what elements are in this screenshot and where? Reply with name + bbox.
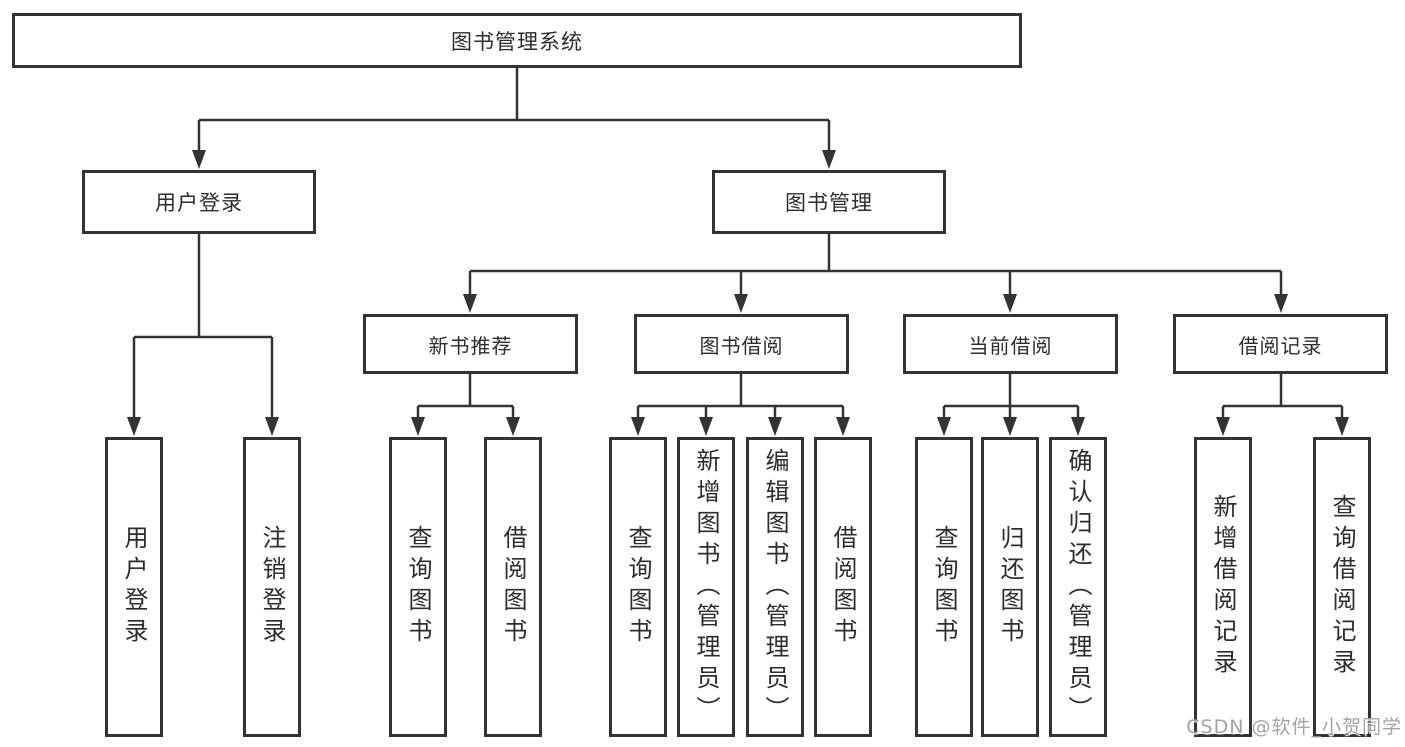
- leaf-add-borrow-record: 新增借阅记录: [1194, 437, 1252, 737]
- leaf-borrow-books-recommend: 借阅图书: [484, 437, 542, 737]
- leaf-logout-label: 注销登录: [258, 525, 286, 649]
- leaf-query-books-recommend-label: 查询图书: [404, 525, 432, 649]
- leaf-add-book-admin: 新增图书（管理员）: [677, 437, 735, 737]
- connector-current: [942, 374, 1080, 420]
- arrowhead: [699, 417, 713, 436]
- arrowhead: [631, 417, 645, 436]
- arrowhead: [768, 417, 782, 436]
- arrowhead: [506, 417, 520, 436]
- arrowhead: [1071, 417, 1085, 436]
- connector-user-login: [132, 234, 274, 420]
- node-new-book-recommend-label: 新书推荐: [428, 333, 513, 358]
- arrowhead: [836, 417, 850, 436]
- arrowhead: [265, 417, 279, 436]
- arrowhead: [937, 417, 951, 436]
- arrowhead: [734, 294, 748, 313]
- arrowhead: [127, 417, 141, 436]
- leaf-query-borrow-record-label: 查询借阅记录: [1328, 494, 1356, 680]
- leaf-query-borrow-record: 查询借阅记录: [1313, 437, 1371, 737]
- node-current-borrow: 当前借阅: [903, 314, 1118, 374]
- leaf-edit-book-admin-label: 编辑图书（管理员）: [761, 447, 789, 727]
- connector-borrow: [636, 374, 845, 420]
- leaf-query-books-borrow-label: 查询图书: [624, 525, 652, 649]
- leaf-add-borrow-record-label: 新增借阅记录: [1209, 494, 1237, 680]
- leaf-confirm-return-admin-label: 确认归还（管理员）: [1064, 447, 1092, 727]
- node-current-borrow-label: 当前借阅: [968, 333, 1053, 358]
- leaf-query-books-borrow: 查询图书: [609, 437, 667, 737]
- leaf-borrow-books: 借阅图书: [814, 437, 872, 737]
- leaf-borrow-books-recommend-label: 借阅图书: [499, 525, 527, 649]
- arrowhead: [822, 150, 836, 169]
- node-borrow-records: 借阅记录: [1173, 314, 1388, 374]
- arrowhead: [1003, 294, 1017, 313]
- leaf-borrow-books-label: 借阅图书: [829, 525, 857, 649]
- leaf-edit-book-admin: 编辑图书（管理员）: [746, 437, 804, 737]
- arrowhead: [192, 150, 206, 169]
- node-library-system-label: 图书管理系统: [451, 29, 583, 54]
- node-book-borrow-label: 图书借阅: [699, 333, 784, 358]
- leaf-query-books-recommend: 查询图书: [389, 437, 447, 737]
- leaf-user-login: 用户登录: [105, 437, 163, 737]
- node-book-management-label: 图书管理: [785, 191, 873, 215]
- arrowhead: [1003, 417, 1017, 436]
- leaf-query-books-current-label: 查询图书: [930, 525, 958, 649]
- connector-root: [197, 68, 831, 153]
- leaf-add-book-admin-label: 新增图书（管理员）: [692, 447, 720, 727]
- node-book-management: 图书管理: [712, 170, 946, 234]
- arrowhead: [1274, 294, 1288, 313]
- connector-new-rec: [416, 374, 515, 420]
- arrowhead: [1216, 417, 1230, 436]
- node-library-system: 图书管理系统: [12, 13, 1022, 68]
- node-new-book-recommend: 新书推荐: [363, 314, 578, 374]
- connector-records: [1221, 374, 1344, 420]
- arrowhead: [463, 294, 477, 313]
- leaf-logout: 注销登录: [243, 437, 301, 737]
- leaf-user-login-label: 用户登录: [120, 525, 148, 649]
- node-borrow-records-label: 借阅记录: [1238, 333, 1323, 358]
- node-user-login-label: 用户登录: [155, 191, 243, 215]
- arrowhead: [1335, 417, 1349, 436]
- leaf-query-books-current: 查询图书: [915, 437, 973, 737]
- arrowhead: [411, 417, 425, 436]
- csdn-watermark: CSDN @软件_小贺同学: [1186, 716, 1402, 738]
- leaf-confirm-return-admin: 确认归还（管理员）: [1049, 437, 1107, 737]
- node-book-borrow: 图书借阅: [634, 314, 849, 374]
- leaf-return-book-label: 归还图书: [996, 525, 1024, 649]
- connector-book-mgmt: [468, 234, 1283, 297]
- node-user-login: 用户登录: [82, 170, 316, 234]
- leaf-return-book: 归还图书: [981, 437, 1039, 737]
